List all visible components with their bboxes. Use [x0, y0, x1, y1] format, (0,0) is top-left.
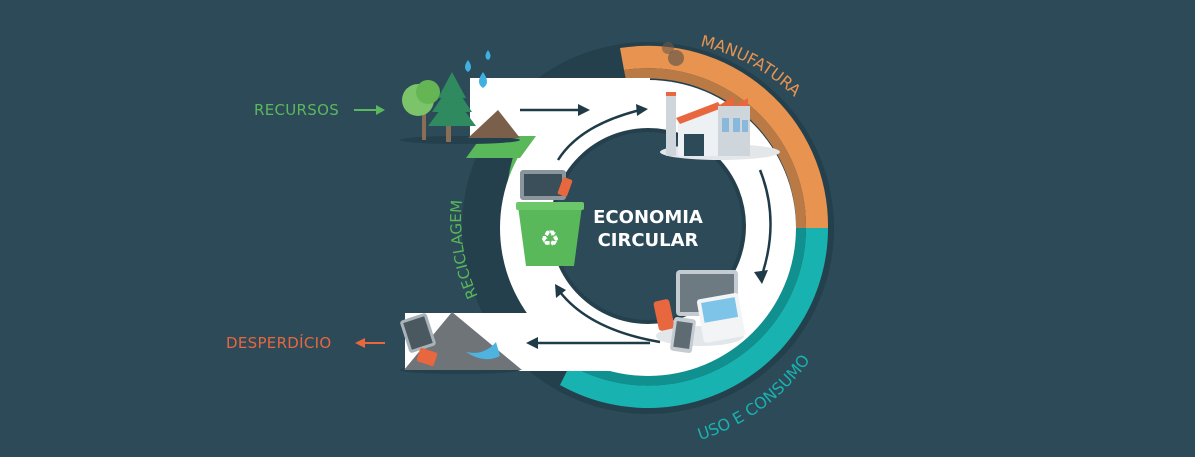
factory-icon [660, 42, 780, 160]
waste-label: DESPERDÍCIO [226, 334, 332, 352]
waste-arrow-icon [355, 338, 385, 348]
center-title-line2: CIRCULAR [598, 230, 699, 251]
flow-arrows [520, 108, 772, 345]
waste-pile-icon [400, 312, 522, 374]
consumer-devices-icon [653, 270, 746, 353]
svg-text:♻: ♻ [540, 227, 560, 252]
manufacturing-arc [620, 45, 829, 228]
recycle-bin-icon: ♻ [516, 170, 584, 266]
center-title-line1: ECONOMIA [593, 207, 703, 228]
trees-and-water-icon [400, 50, 520, 144]
resources-arrow-icon [354, 105, 385, 115]
usage-arc [560, 228, 828, 408]
resources-label: RECURSOS [254, 101, 340, 119]
